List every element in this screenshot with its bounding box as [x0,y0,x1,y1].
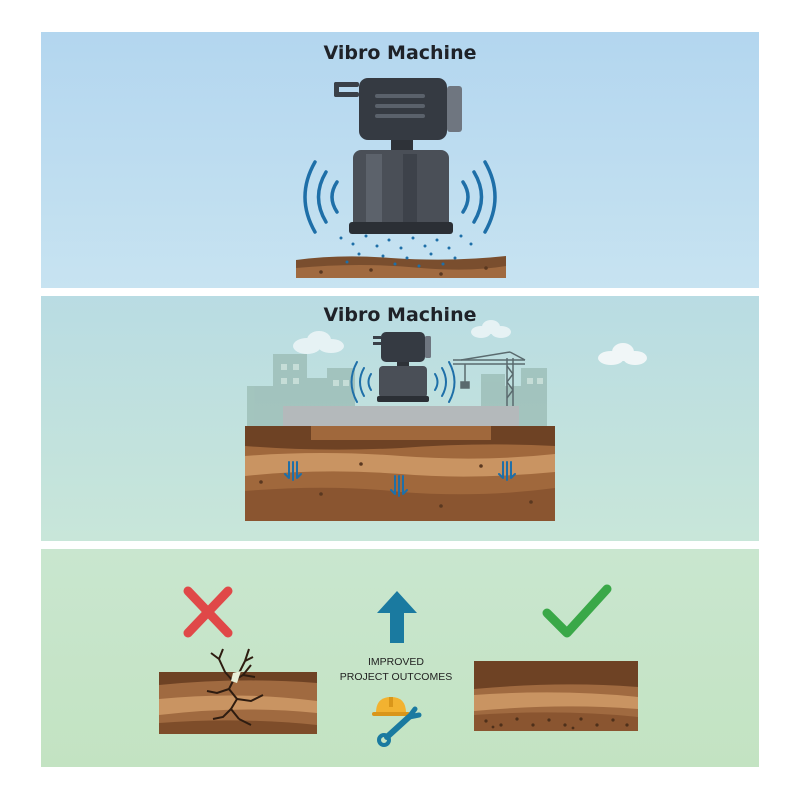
outcome-label-line-2: PROJECT OUTCOMES [339,671,453,683]
panel-outcomes-comparison: IMPROVED PROJECT OUTCOMES [41,549,759,767]
panel-1-title: Vibro Machine [323,42,477,64]
panel-vibro-compaction-site: Vibro Machine [41,296,759,541]
outcome-label-line-1: IMPROVED [367,656,424,668]
outcomes-illustration [159,584,638,747]
crane-icon [453,351,526,408]
vibration-waves-icon [303,160,497,234]
vibro-machine-icon-small [373,332,431,402]
arrow-down-icon [284,461,516,497]
soil-strip [296,256,506,278]
arrow-up-icon [377,591,417,643]
skyline-windows [281,364,543,386]
compacted-soil-block [474,661,638,731]
cloud-icon-2 [471,320,511,338]
panel-vibro-machine-closeup: Vibro Machine [41,32,759,288]
vibro-machine-illustration [296,78,506,278]
ground-cross-section [245,426,555,521]
check-icon [542,584,612,638]
site-compaction-illustration [245,320,647,521]
hard-hat-icon [372,697,410,716]
wrench-icon [377,706,422,747]
vibro-machine-icon [334,78,462,234]
outcome-label: IMPROVED PROJECT OUTCOMES [331,655,461,685]
cross-icon [183,586,233,638]
cracked-soil-block [159,648,317,734]
cloud-icon [293,331,344,354]
panel-2-title: Vibro Machine [323,304,477,326]
cloud-icon-3 [598,343,647,365]
vibration-waves-icon-small [350,361,456,403]
